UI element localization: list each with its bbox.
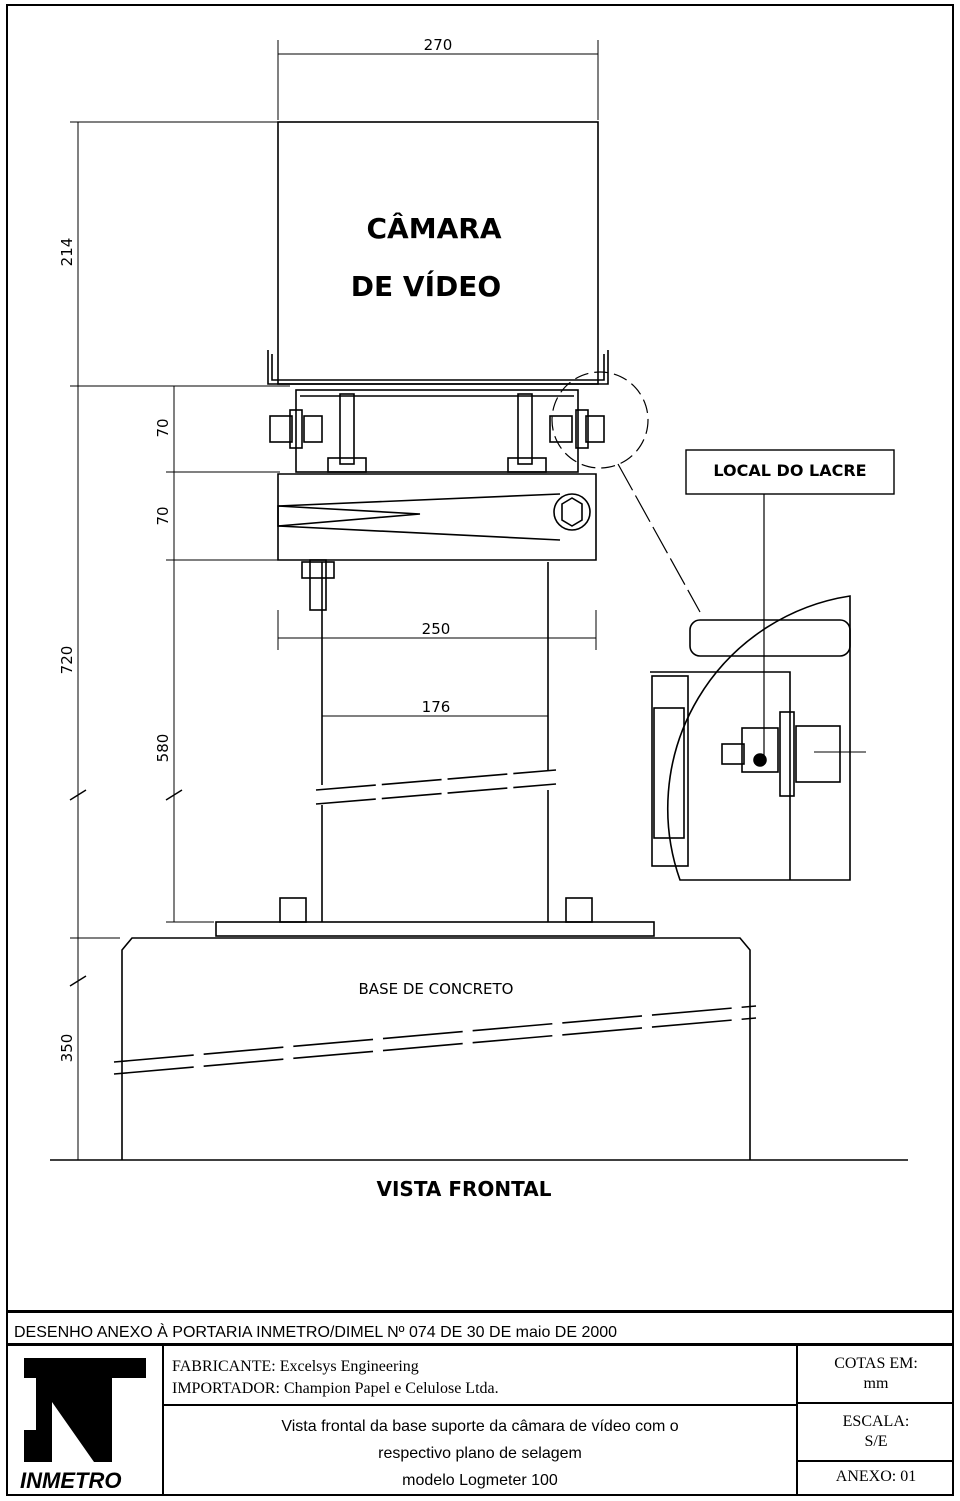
units-cell: COTAS EM: mm — [798, 1346, 954, 1404]
camera-flange — [267, 350, 609, 385]
dim-camera-width: 270 — [424, 36, 453, 54]
dim-total-height: 720 — [58, 646, 76, 675]
dim-base-height: 350 — [58, 1034, 76, 1063]
base-label: BASE DE CONCRETO — [359, 980, 514, 998]
camera-label-line2: DE VÍDEO — [351, 269, 501, 303]
scale-label: ESCALA: — [842, 1413, 910, 1430]
manufacturer-text: FABRICANTE: Excelsys Engineering — [172, 1358, 419, 1375]
manufacturer-block: FABRICANTE: Excelsys Engineering IMPORTA… — [164, 1346, 796, 1406]
detail-view — [666, 595, 851, 881]
dim-post-width: 176 — [422, 698, 451, 716]
scale-cell: ESCALA: S/E — [798, 1404, 954, 1462]
dim-bracket-upper: 70 — [154, 418, 172, 437]
drawing-frame — [6, 4, 954, 1496]
view-title: VISTA FRONTAL — [377, 1177, 552, 1201]
drawing-header: DESENHO ANEXO À PORTARIA INMETRO/DIMEL N… — [6, 1310, 954, 1346]
annex-label: ANEXO: 01 — [835, 1468, 917, 1485]
importer-text: IMPORTADOR: Champion Papel e Celulose Lt… — [172, 1380, 499, 1397]
technical-drawing: 270 214 70 70 720 580 350 250 176 CÂMARA… — [50, 36, 908, 1201]
description-line3: modelo Logmeter 100 — [402, 1472, 558, 1489]
camera-box — [277, 121, 599, 385]
logo-text: INMETRO — [20, 1468, 122, 1493]
units-value: mm — [863, 1375, 889, 1392]
scale-value: S/E — [864, 1433, 888, 1450]
concrete-base — [121, 937, 751, 1160]
dim-bracket-lower: 70 — [154, 506, 172, 525]
tilt-plate — [277, 473, 597, 561]
dim-camera-height: 214 — [58, 238, 76, 267]
logo-cell: INMETRO — [6, 1346, 164, 1496]
dim-post-height: 580 — [154, 734, 172, 763]
units-label: COTAS EM: — [834, 1355, 918, 1372]
description-line2: respectivo plano de selagem — [378, 1445, 582, 1462]
upper-bracket — [295, 389, 579, 473]
right-info-column: COTAS EM: mm ESCALA: S/E ANEXO: 01 — [796, 1346, 954, 1496]
description-line1: Vista frontal da base suporte da câmara … — [281, 1418, 679, 1435]
inmetro-logo-icon — [24, 1358, 146, 1462]
camera-label-line1: CÂMARA — [367, 211, 502, 245]
dim-plate-width: 250 — [422, 620, 451, 638]
seal-location-label: LOCAL DO LACRE — [713, 461, 866, 480]
description-block: Vista frontal da base suporte da câmara … — [164, 1406, 796, 1496]
